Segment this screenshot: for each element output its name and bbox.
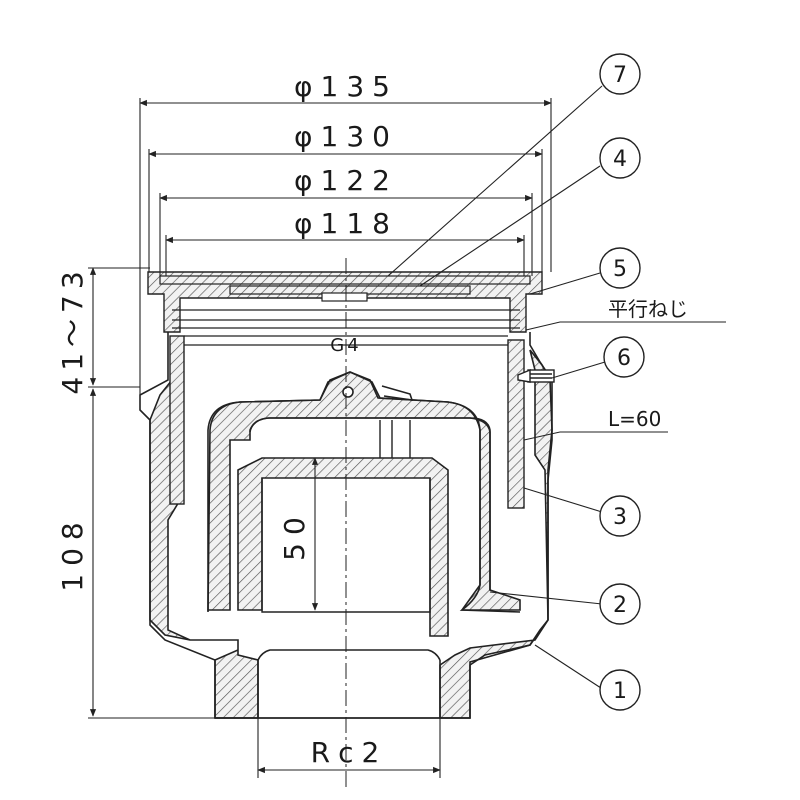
leader-lines	[387, 85, 726, 691]
length-label: L=60	[608, 407, 661, 431]
strainer-part-4	[229, 285, 471, 302]
part-number-2: 2	[613, 593, 627, 618]
parallel-thread-label: 平行ねじ	[608, 297, 688, 321]
dim-phi130: φ130	[294, 120, 398, 153]
dimension-lines	[88, 98, 552, 778]
part-bubble-4: 4	[599, 137, 641, 179]
part-number-4: 4	[613, 147, 627, 172]
part-number-3: 3	[613, 505, 627, 530]
dim-108: 108	[56, 514, 89, 591]
grate-part-7	[159, 275, 531, 285]
part-number-6: 6	[617, 346, 631, 371]
inner-tube	[237, 457, 449, 637]
screw-part-6	[517, 368, 555, 383]
part-bubble-1: 1	[599, 669, 641, 711]
part-number-7: 7	[613, 63, 627, 88]
part-bubble-3: 3	[599, 495, 641, 537]
part-bubble-6: 6	[603, 336, 645, 378]
part-number-5: 5	[613, 257, 627, 282]
dim-50: 50	[278, 509, 311, 561]
sleeve-part-3	[169, 335, 525, 509]
dim-phi118: φ118	[294, 207, 398, 240]
dim-phi122: φ122	[294, 164, 398, 197]
part-number-1: 1	[613, 679, 627, 704]
part-bubble-5: 5	[599, 247, 641, 289]
part-bubble-2: 2	[599, 583, 641, 625]
part-bubble-7: 7	[599, 53, 641, 95]
dim-41-73: 41〜73	[56, 265, 89, 394]
thread-rc2-label: Rc2	[311, 736, 388, 769]
thread-g4-label: G4	[330, 335, 361, 356]
dim-phi135: φ135	[294, 70, 398, 103]
